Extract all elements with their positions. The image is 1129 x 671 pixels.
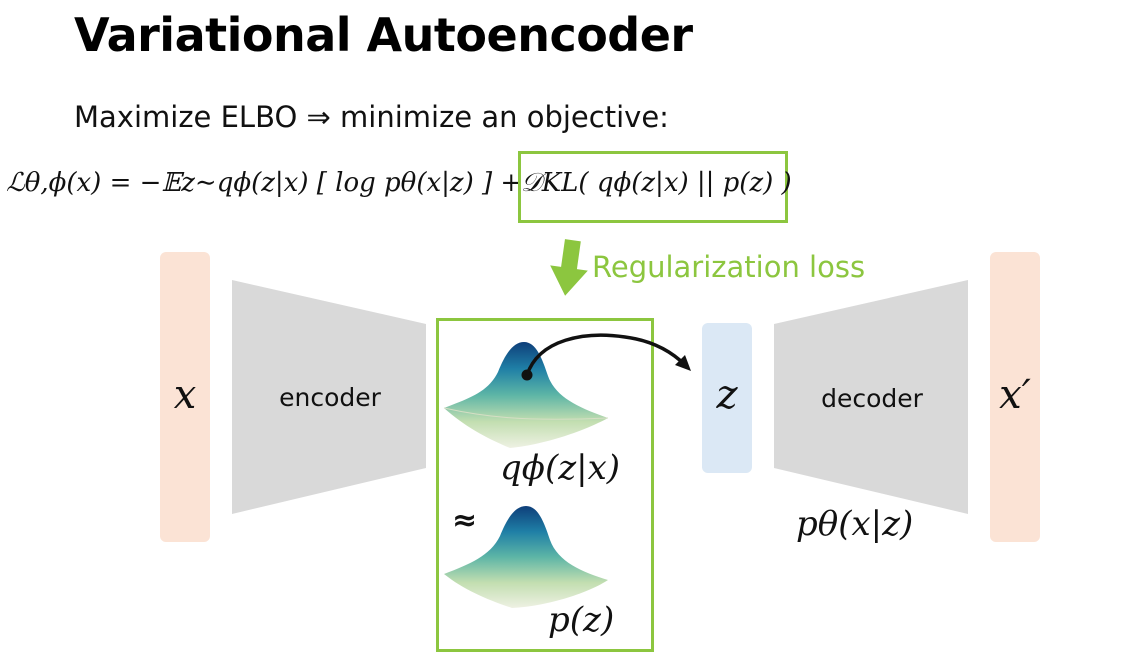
encoder-label: encoder [279,383,381,412]
prior-label: p(z) [548,600,615,640]
decoder-label: decoder [821,384,923,413]
formula-reconstruction-term: ℒθ,ϕ(x) = −𝔼z∼qϕ(z|x) [ log pθ(x|z) ] + [6,168,523,198]
down-arrow-icon [550,239,588,296]
kl-term-highlight-box: 𝒟KL( qϕ(z|x) || p(z) ) [518,151,792,223]
output-label: x′ [999,372,1031,418]
regularization-loss-label: Regularization loss [592,250,866,284]
latent-distribution-box [436,318,654,652]
input-label: x [173,372,197,418]
decoder-block [774,280,968,514]
slide-subtitle: Maximize ELBO ⇒ minimize an objective: [74,100,669,134]
encoder-block [232,280,426,514]
posterior-label: qϕ(z|x) [500,448,621,488]
sampling-arrow-icon [521,333,691,381]
slide-title: Variational Autoencoder [74,8,693,62]
posterior-gaussian-surface [443,342,609,448]
prior-gaussian-surface [444,506,608,608]
approx-symbol: ≈ [452,503,478,538]
latent-bar [702,323,752,473]
latent-label: z [716,372,738,418]
likelihood-label: pθ(x|z) [796,504,914,544]
input-bar [160,252,210,542]
formula-kl-term: 𝒟KL( qϕ(z|x) || p(z) ) [521,168,792,198]
output-bar [990,252,1040,542]
